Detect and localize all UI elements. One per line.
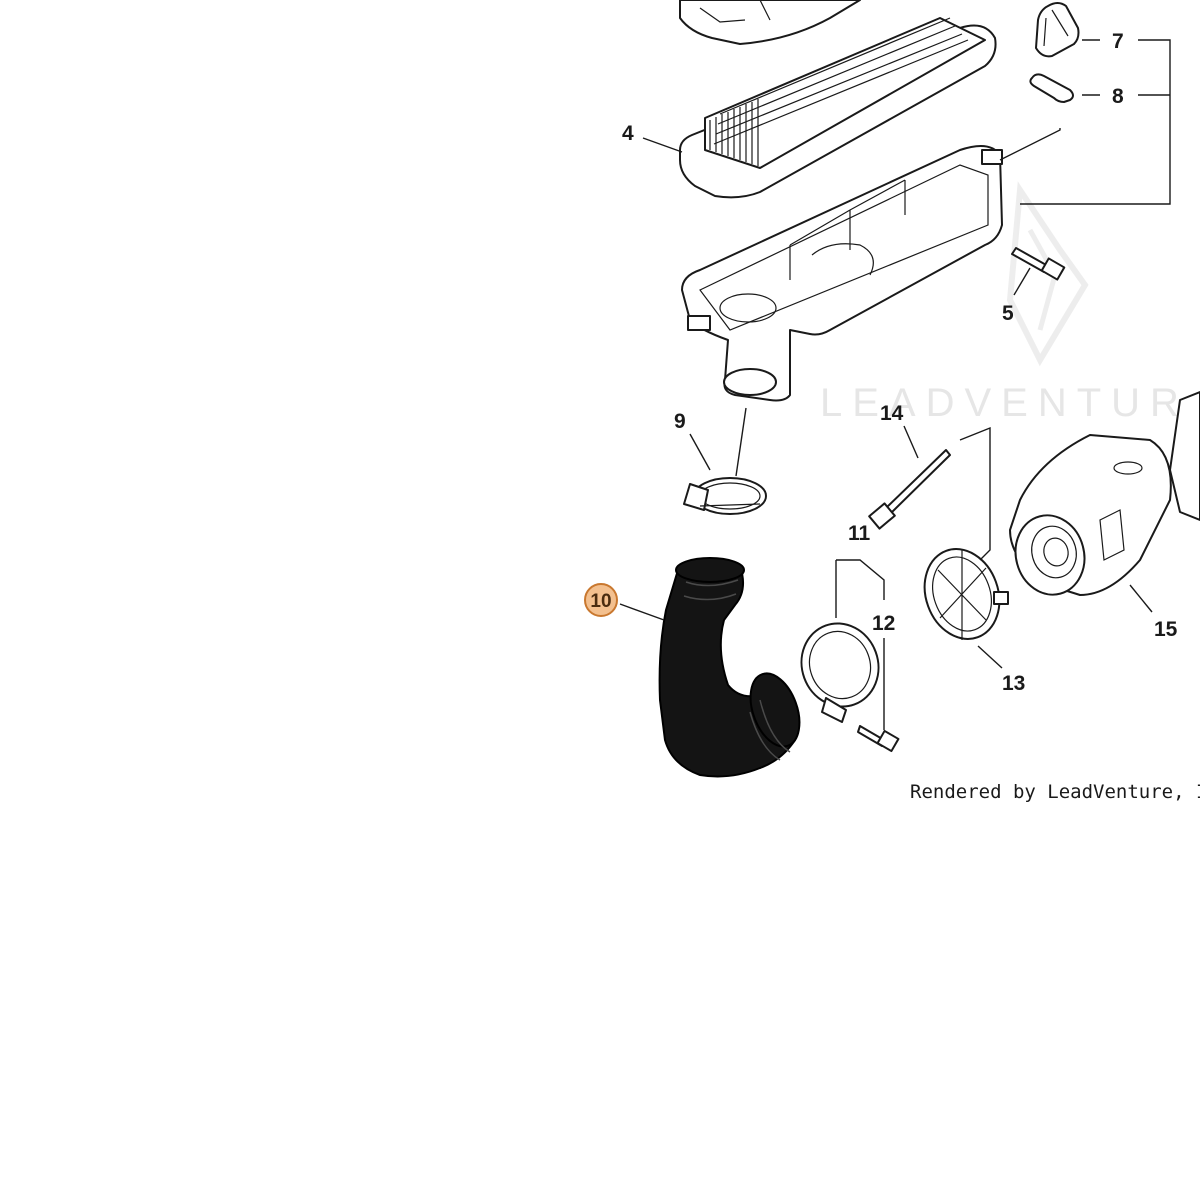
part-air-filter-housing	[681, 145, 1003, 402]
callout-10[interactable]: 10	[590, 591, 611, 612]
part-clamp-12	[800, 622, 900, 753]
callout-12[interactable]: 12	[872, 612, 895, 635]
part-fan-housing-15	[1009, 434, 1172, 596]
watermark-text: LEADVENTUR	[820, 381, 1189, 425]
callout-14[interactable]: 14	[880, 402, 904, 425]
part-bolt-5	[1011, 247, 1066, 281]
part-intake-hose-10[interactable]	[658, 557, 809, 778]
part-carburetor-partial	[1169, 391, 1200, 521]
part-air-filter-cover	[679, 0, 861, 45]
callout-5[interactable]: 5	[1002, 302, 1014, 325]
part-screw-14	[868, 449, 951, 530]
callout-9[interactable]: 9	[674, 410, 686, 433]
callouts: 4 7 8 5 9 14 11 12 13 15 10	[584, 30, 1178, 695]
part-air-filter-element	[679, 17, 997, 199]
callout-11[interactable]: 11	[848, 522, 871, 545]
part-hose-clamp-9	[683, 477, 767, 515]
part-pin	[1029, 73, 1074, 103]
callout-13[interactable]: 13	[1002, 672, 1025, 695]
render-credit: Rendered by LeadVenture, Inc.	[910, 781, 1200, 803]
callout-10-highlight[interactable]: 10	[584, 583, 618, 617]
callout-7[interactable]: 7	[1112, 30, 1124, 53]
callout-8[interactable]: 8	[1112, 85, 1124, 108]
leader-lines	[619, 39, 1171, 730]
callout-4[interactable]: 4	[622, 122, 634, 145]
callout-15[interactable]: 15	[1154, 618, 1178, 641]
part-clip	[1035, 2, 1080, 58]
part-grille-13	[923, 548, 1009, 640]
